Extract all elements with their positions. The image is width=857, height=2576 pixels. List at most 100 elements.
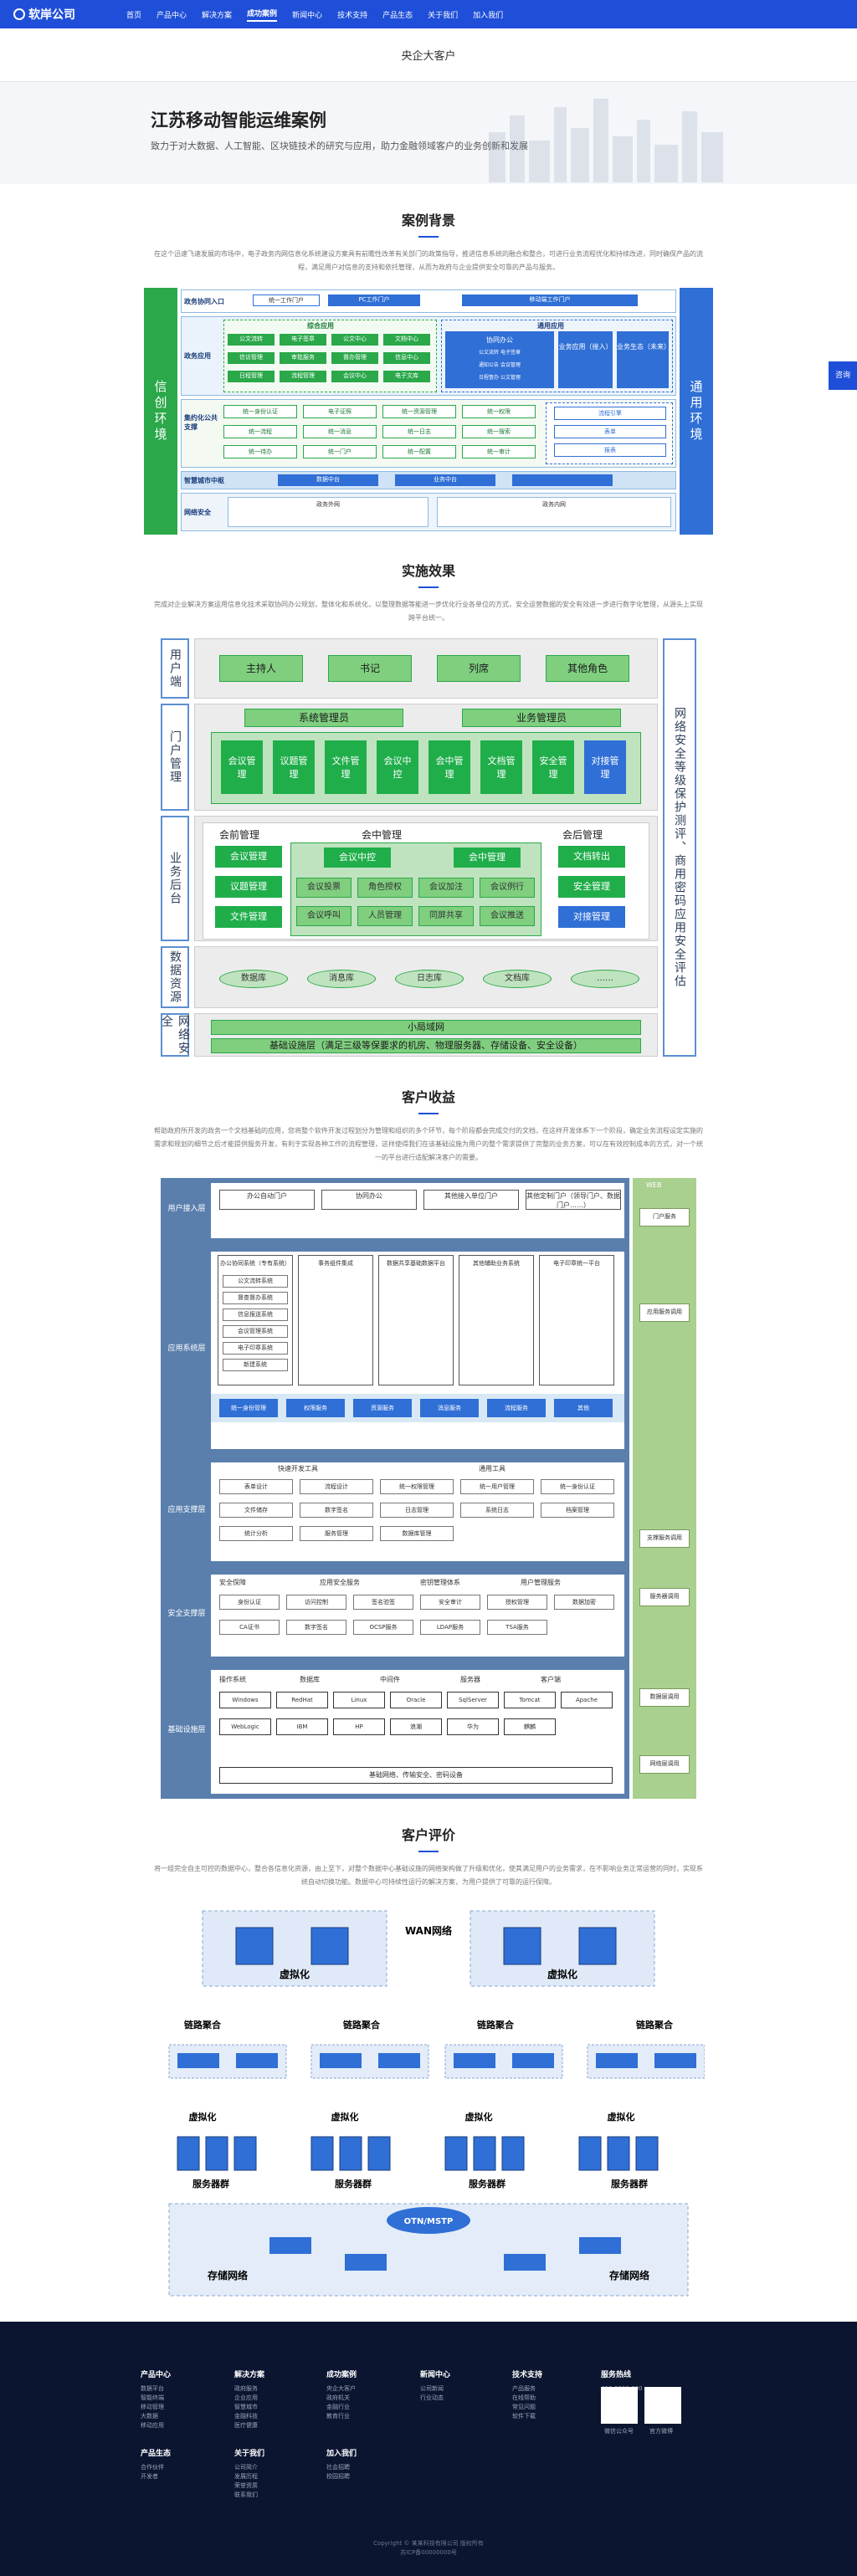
qr-label: 官方微博 <box>649 2428 673 2435</box>
backend-mid-item: 会议呼叫 <box>296 906 352 926</box>
nav-item-ecosystem[interactable]: 产品生态 <box>382 11 413 20</box>
app-item: 公文流转系统 <box>223 1275 288 1288</box>
user-entry: 协同办公 <box>321 1190 417 1210</box>
backend-mid-item: 角色授权 <box>357 878 413 898</box>
logo[interactable]: 软岸公司 <box>13 6 75 23</box>
portal-item: 移动端工作门户 <box>462 294 638 306</box>
logo-icon <box>13 8 25 20</box>
server-icon <box>444 2136 468 2171</box>
infra-item: SqlServer <box>447 1692 499 1708</box>
support-item: 数据库管理 <box>380 1526 454 1541</box>
storage-label: 存储网络 <box>207 2269 248 2282</box>
infra-item: Linux <box>333 1692 385 1708</box>
middle-item: 业务中台 <box>395 474 495 486</box>
footer-link[interactable]: 移动管理 <box>141 2404 164 2410</box>
app-group: 数据共享基础数据平台 <box>378 1255 454 1385</box>
support-item: 统计分析 <box>219 1526 293 1541</box>
server-group-label: 服务器群 <box>611 2178 648 2189</box>
footer-link[interactable]: 政府服务 <box>234 2385 258 2392</box>
footer-link[interactable]: 金融行业 <box>326 2404 350 2410</box>
footer-link[interactable]: 教育行业 <box>326 2413 350 2420</box>
support-item: 文件储存 <box>219 1503 293 1518</box>
user-entry: 办公自动门户 <box>219 1190 315 1210</box>
core-switch-icon <box>578 1927 617 1965</box>
consult-button[interactable]: 咨询 <box>829 361 857 390</box>
footer-link[interactable]: 企业应用 <box>234 2394 258 2401</box>
footer-link[interactable]: 移动应用 <box>141 2422 164 2429</box>
app-right-sub: 公文流转 电子签章 <box>479 350 521 356</box>
footer-link[interactable]: 大数据 <box>141 2413 158 2420</box>
footer-link[interactable]: 合作伙伴 <box>141 2464 164 2471</box>
footer-link[interactable]: 在线帮助 <box>512 2394 536 2401</box>
footer-link[interactable]: 智能终端 <box>141 2394 164 2401</box>
infra-item: 浪潮 <box>390 1718 442 1735</box>
footer-link[interactable]: 金融科技 <box>234 2413 258 2420</box>
base-item: 统一权限 <box>462 405 536 418</box>
infra-head: 客户端 <box>541 1676 561 1683</box>
access-switch-icon <box>236 2053 278 2068</box>
user-entry: 其他接入单位门户 <box>423 1190 519 1210</box>
backend-mid-top: 会中管理 <box>454 848 521 868</box>
infra-head: 中间件 <box>380 1676 400 1683</box>
nav-item-solutions[interactable]: 解决方案 <box>202 11 233 20</box>
security-item: 签名验签 <box>353 1595 413 1610</box>
nav-item-join[interactable]: 加入我们 <box>473 11 504 20</box>
footer-link[interactable]: 常见问题 <box>512 2404 536 2410</box>
user-role: 列席 <box>437 655 521 682</box>
hero-banner: 江苏移动智能运维案例 致力于对大数据、人工智能、区块链技术的研究与应用，助力金融… <box>0 82 857 184</box>
footer-link[interactable]: 智慧城市 <box>234 2404 258 2410</box>
service-item: 消息服务 <box>420 1399 479 1417</box>
access-switch-icon <box>654 2053 696 2068</box>
footer-link[interactable]: 医疗健康 <box>234 2422 258 2429</box>
footer-link[interactable]: 荣誉资质 <box>234 2482 258 2489</box>
logo-text: 软岸公司 <box>28 8 75 22</box>
infra-head: 服务器 <box>460 1676 480 1683</box>
layer-panel <box>211 1183 624 1238</box>
access-switch-icon <box>320 2053 362 2068</box>
support-head: 快速开发工具 <box>278 1465 318 1472</box>
support-item: 日志管理 <box>380 1503 454 1518</box>
otn-cloud-icon <box>387 2207 470 2234</box>
footer-link[interactable]: 软件下载 <box>512 2413 536 2420</box>
app-item: 会议管理系统 <box>223 1325 288 1338</box>
section-title: 客户收益 <box>401 1089 455 1105</box>
data-store: 数据库 <box>219 970 288 988</box>
backend-mid-item: 会议例行 <box>480 878 535 898</box>
footer-link[interactable]: 产品服务 <box>512 2385 536 2392</box>
nav-item-news[interactable]: 新闻中心 <box>292 11 323 20</box>
support-item: 服务管理 <box>300 1526 373 1541</box>
footer-link[interactable]: 数据平台 <box>141 2385 164 2392</box>
footer-column: 解决方案政府服务企业应用智慧城市金融科技医疗健康 <box>234 2369 264 2430</box>
section-effect: 实施效果 完成对企业解决方案运用信息化技术采取协同办公规划，整体化和系统化，以整… <box>144 560 713 1061</box>
footer-link[interactable]: 开发者 <box>141 2473 158 2480</box>
backend-mid-item: 会议加注 <box>418 878 474 898</box>
nav-item-products[interactable]: 产品中心 <box>157 11 187 20</box>
footer-link[interactable]: 发展历程 <box>234 2473 258 2480</box>
support-item: 流程设计 <box>300 1479 373 1494</box>
core-switch-icon <box>235 1927 274 1965</box>
right-item: 应用服务调用 <box>639 1303 690 1322</box>
infra-item: RedHat <box>276 1692 328 1708</box>
nav-item-cases[interactable]: 成功案例 <box>247 8 278 22</box>
layer-panel <box>211 1462 624 1561</box>
security-assessment-label: 网络安全等级保护测评、商用密码应用安全评估 <box>663 638 696 1057</box>
portal-item: 文件管理 <box>325 740 367 794</box>
infra-item: Apache <box>561 1692 613 1708</box>
footer-link[interactable]: 行业动态 <box>420 2394 444 2401</box>
link-aggregation-label: 链路聚合 <box>477 2019 515 2031</box>
base-item: 统一资源管理 <box>382 405 456 418</box>
nav-item-about[interactable]: 关于我们 <box>428 11 459 20</box>
nav-item-home[interactable]: 首页 <box>126 11 142 20</box>
footer-link[interactable]: 公司简介 <box>234 2464 258 2471</box>
nav-item-support[interactable]: 技术支持 <box>337 11 368 20</box>
footer-link[interactable]: 公司新闻 <box>420 2385 444 2392</box>
footer-link[interactable]: 央企大客户 <box>326 2385 356 2392</box>
footer-column: 新闻中心公司新闻行业动态 <box>420 2369 450 2403</box>
footer-link[interactable]: 政府机关 <box>326 2394 350 2401</box>
footer-link[interactable]: 社会招聘 <box>326 2464 350 2471</box>
footer-link[interactable]: 联系我们 <box>234 2491 258 2498</box>
support-item: 档案管理 <box>541 1503 614 1518</box>
app-item: 信息报送系统 <box>223 1308 288 1321</box>
footer-link[interactable]: 校园招聘 <box>326 2473 350 2480</box>
right-panel-head: WEB <box>646 1181 662 1189</box>
